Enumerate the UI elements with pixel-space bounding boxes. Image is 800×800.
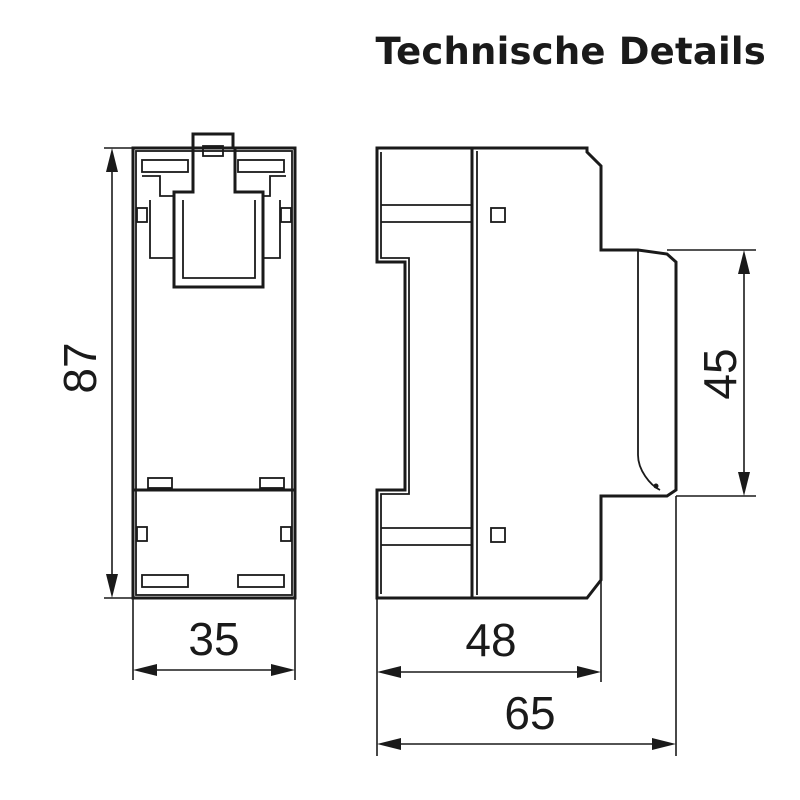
dimension-label-height: 87 [54, 342, 106, 393]
side-view [375, 146, 678, 600]
dimension-label-total-depth: 65 [504, 687, 555, 739]
dimension-label-front-width: 35 [188, 613, 239, 665]
front-view-outline [131, 146, 297, 600]
dimension-65: 65 [377, 496, 677, 756]
dimension-35: 35 [132, 598, 296, 680]
front-view [131, 132, 297, 600]
dimension-45: 45 [667, 249, 756, 497]
dimension-87: 87 [54, 147, 133, 599]
page-title: Technische Details [375, 30, 766, 73]
dimension-label-front-height: 45 [694, 348, 746, 399]
side-view-outline [375, 146, 678, 600]
dimension-48: 48 [376, 580, 602, 756]
dimension-label-body-depth: 48 [465, 614, 516, 666]
